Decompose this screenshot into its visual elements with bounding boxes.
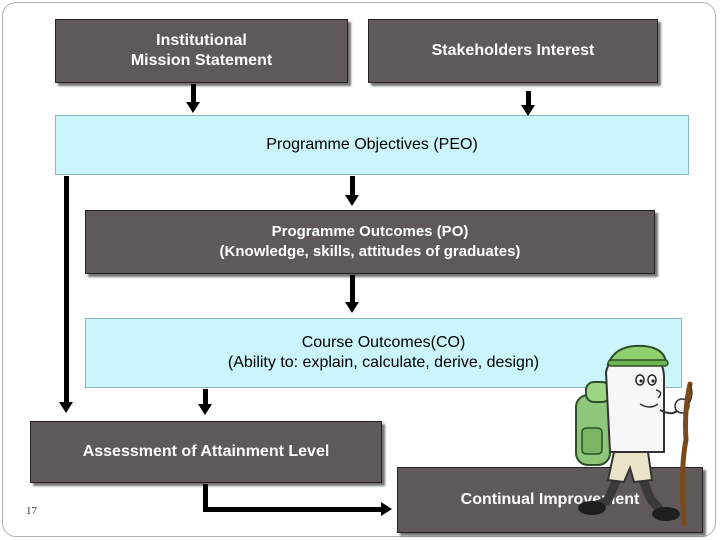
arrow-assessment-improvement-across [203,507,381,512]
assessment-box: Assessment of Attainment Level [30,421,382,483]
po-box: Programme Outcomes (PO) (Knowledge, skil… [85,210,655,274]
arrow-assessment-improvement-down [203,484,208,512]
arrow-mission-peo-shaft [191,84,196,102]
arrow-peo-po-shaft [350,176,355,195]
peo-label: Programme Objectives (PEO) [266,136,478,153]
stakeholders-box: Stakeholders Interest [368,19,658,83]
mission-line1: Institutional [156,32,247,49]
mission-line2: Mission Statement [130,52,273,69]
hiker-illustration [575,344,693,527]
arrow-peo-assessment-head [59,402,73,413]
arrow-peo-po-head [345,195,359,206]
peo-box: Programme Objectives (PEO) [55,115,689,175]
po-line1: Programme Outcomes (PO) [271,223,469,240]
co-box: Course Outcomes(CO) (Ability to: explain… [85,318,682,388]
co-line2: (Ability to: explain, calculate, derive,… [227,354,540,371]
slide-number: 17 [26,505,37,517]
stakeholders-label: Stakeholders Interest [431,42,595,59]
arrow-mission-peo-head [186,102,200,113]
arrow-co-assessment-head [198,404,212,415]
po-line2: (Knowledge, skills, attitudes of graduat… [219,243,521,260]
arrow-co-assessment-shaft [203,389,208,404]
arrow-assessment-improvement-head [381,502,392,516]
assessment-label: Assessment of Attainment Level [82,443,330,460]
co-line1: Course Outcomes(CO) [301,334,466,351]
arrow-stakeholders-peo-shaft [526,91,531,105]
arrow-po-co-head [345,302,359,313]
arrow-po-co-shaft [350,275,355,302]
arrow-stakeholders-peo-head [521,105,535,116]
arrow-peo-assessment-shaft [64,176,69,402]
